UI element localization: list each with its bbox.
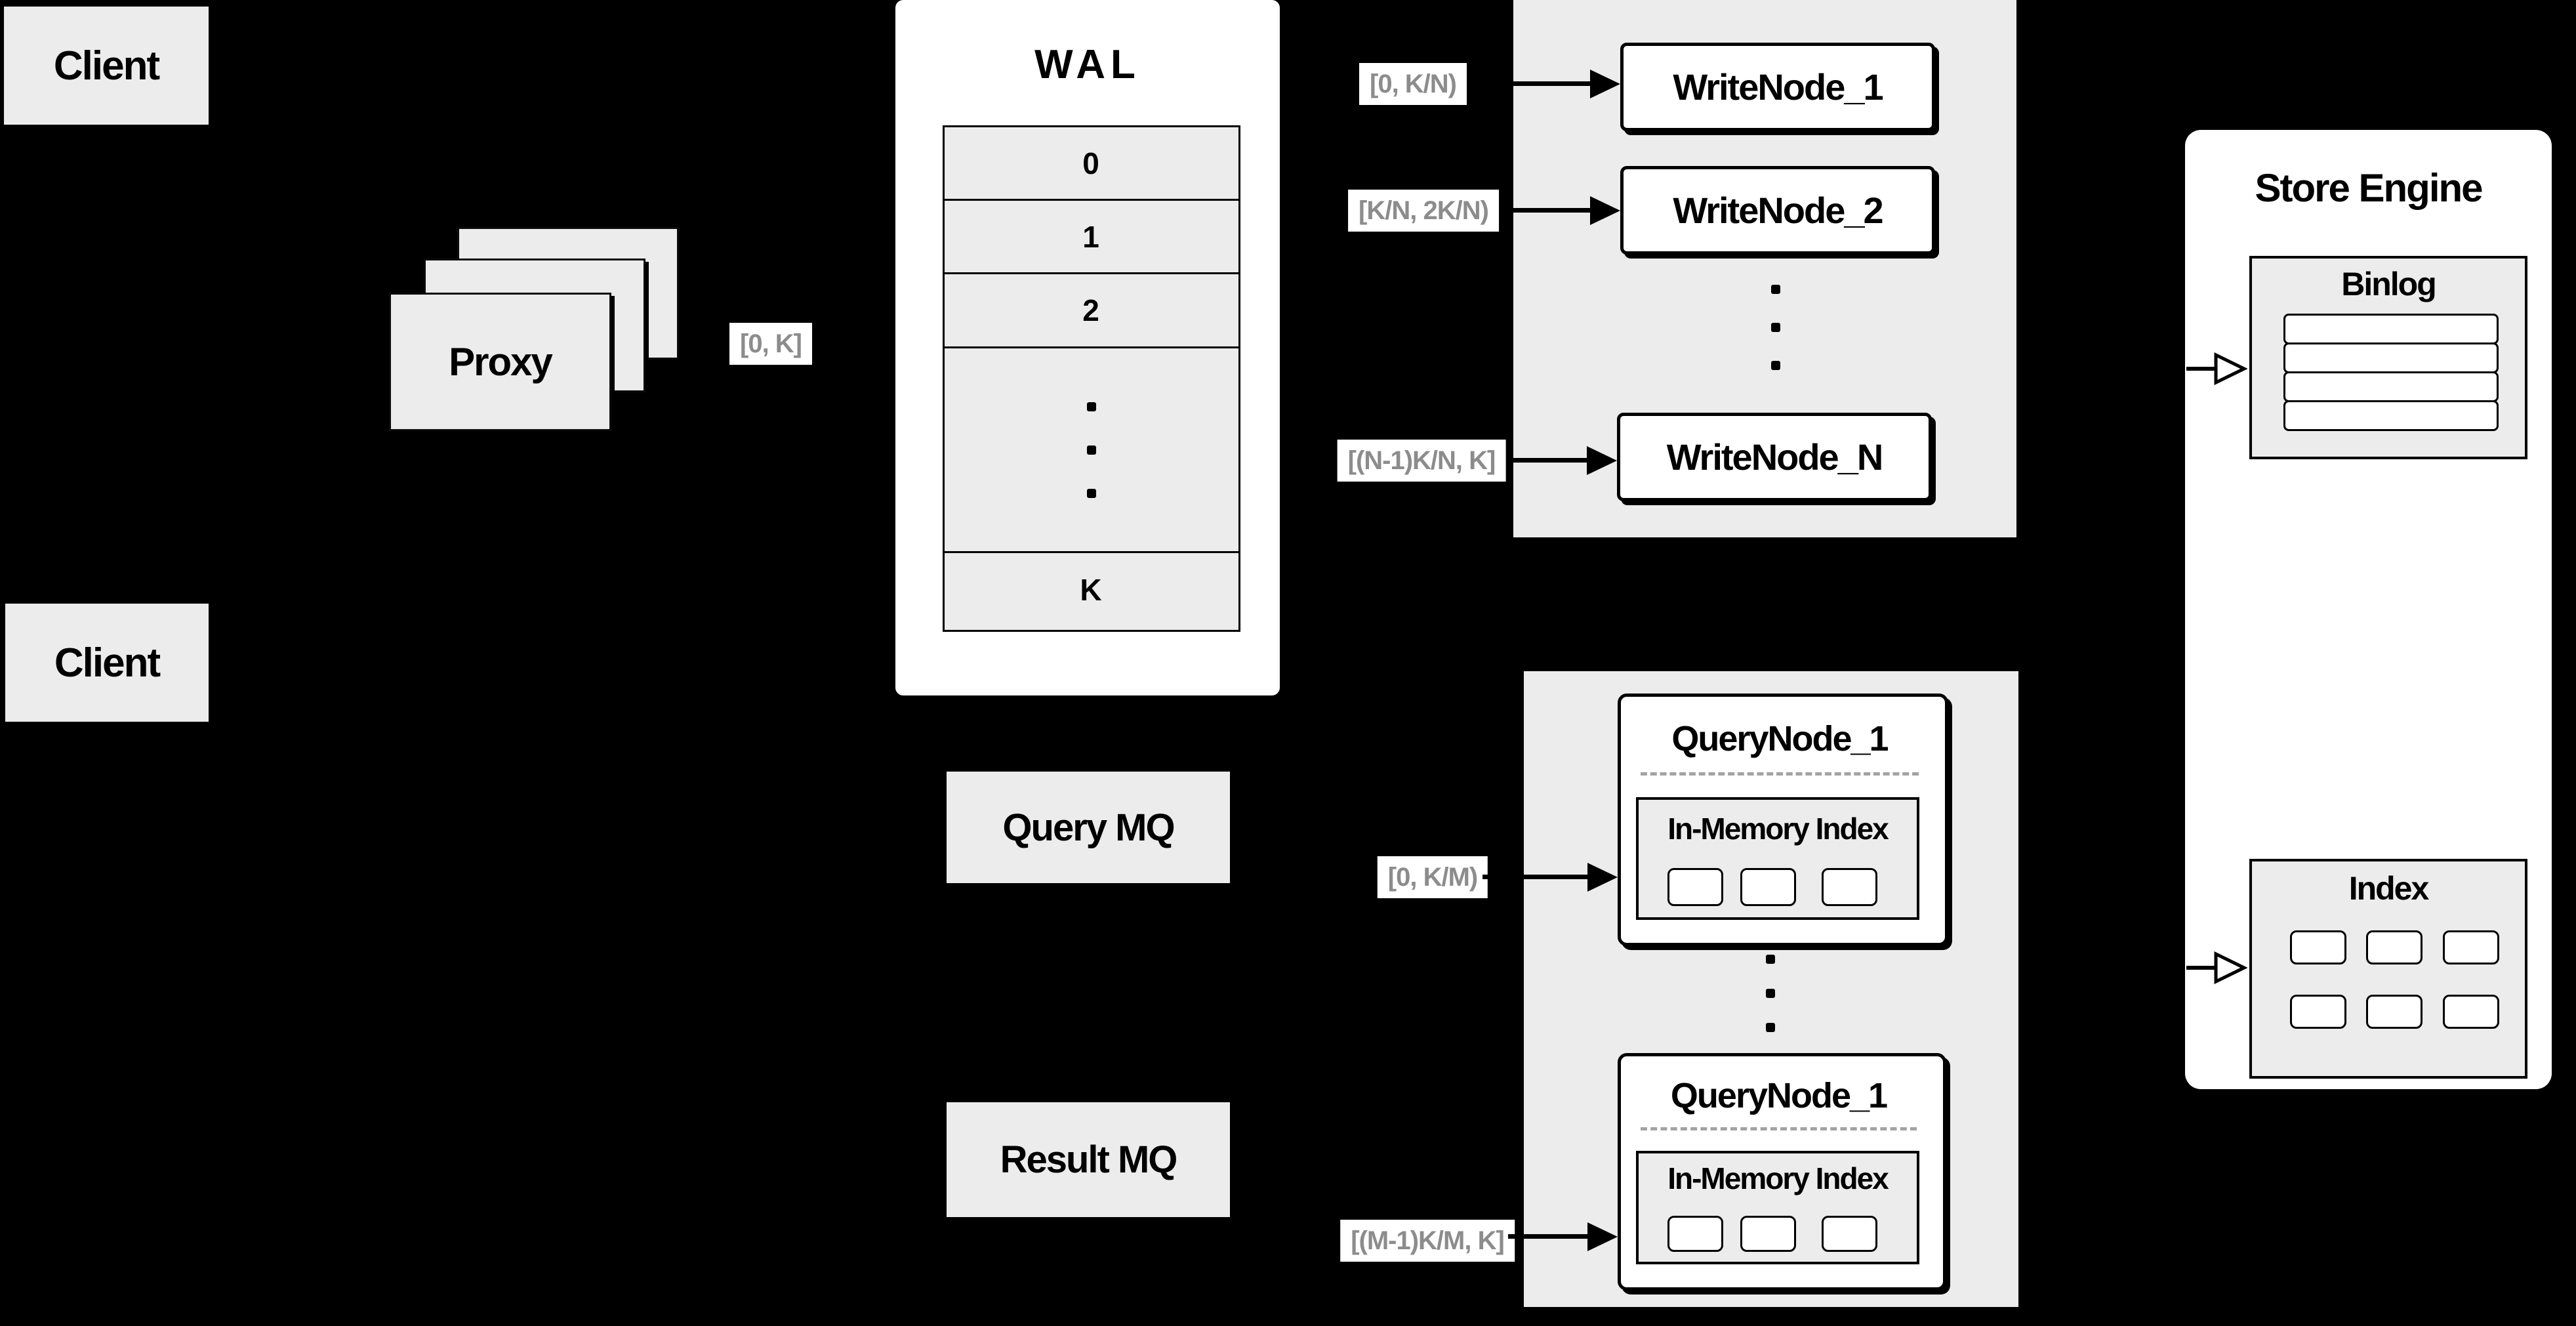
index-cell: [2366, 930, 2423, 964]
ellipsis-dot: [1771, 361, 1780, 370]
write-node-n-label: WriteNode_N: [1666, 436, 1884, 478]
query-node-top-title: QueryNode_1: [1671, 719, 1889, 758]
client-box-bottom: Client: [5, 604, 209, 722]
wal-row-1: 1: [945, 201, 1238, 274]
range-label-query-m: [(M-1)K/M, K]: [1340, 1220, 1515, 1262]
arrow-to-index: [2186, 966, 2217, 970]
range-label-query-1: [0, K/M): [1377, 856, 1488, 898]
arrow-to-write-node-1: [1475, 81, 1591, 86]
wal-row-0: 0: [945, 127, 1238, 201]
wal-box: WAL 0 1 2 K: [895, 0, 1296, 695]
proxy-label: Proxy: [449, 340, 553, 384]
store-engine-title: Store Engine: [2255, 165, 2483, 210]
in-memory-index-box-bottom: In-Memory Index: [1636, 1151, 1919, 1264]
memory-cell: [1740, 1216, 1796, 1252]
client-top-label: Client: [53, 43, 160, 89]
arrowhead-icon: [1587, 863, 1618, 892]
ellipsis-dot: [1766, 955, 1775, 964]
binlog-title-wrap: Binlog: [2252, 264, 2525, 304]
ellipsis-dot: [1766, 989, 1775, 998]
query-mq-box: Query MQ: [947, 772, 1230, 883]
binlog-row: [2283, 371, 2499, 402]
arrowhead-icon: [1587, 1222, 1618, 1251]
wal-title: WAL: [1034, 41, 1141, 87]
arrowhead-icon: [1590, 196, 1620, 225]
wal-table: 0 1 2 K: [943, 125, 1240, 632]
store-engine-box: Store Engine Binlog Index: [2185, 130, 2552, 1089]
in-memory-index-box-top: In-Memory Index: [1636, 797, 1919, 920]
arrow-to-write-node-n: [1508, 458, 1588, 463]
write-node-2-box: WriteNode_2: [1620, 166, 1935, 255]
wal-row-k: K: [1080, 572, 1103, 607]
index-box: Index: [2249, 859, 2527, 1079]
result-mq-box: Result MQ: [947, 1102, 1230, 1217]
ellipsis-dot: [1087, 402, 1096, 411]
index-cell: [2290, 995, 2346, 1029]
query-node-bottom-title-wrap: QueryNode_1: [1621, 1073, 1936, 1118]
client-box-top: Client: [4, 7, 209, 125]
index-title-wrap: Index: [2252, 868, 2525, 909]
arrowhead-icon: [1590, 70, 1620, 98]
index-cell: [2443, 995, 2499, 1029]
binlog-rows: [2283, 314, 2499, 431]
in-memory-index-title-wrap: In-Memory Index: [1639, 1160, 1917, 1197]
query-node-bottom-box: QueryNode_1 In-Memory Index: [1618, 1053, 1946, 1291]
query-node-top-title-wrap: QueryNode_1: [1621, 716, 1938, 761]
arrowhead-icon: [1587, 446, 1617, 475]
range-label-write-1: [0, K/N): [1359, 63, 1467, 105]
write-node-2-label: WriteNode_2: [1673, 190, 1883, 231]
binlog-row: [2283, 314, 2499, 344]
arrow-to-write-node-2: [1505, 208, 1591, 213]
arrow-to-query-node-1: [1482, 875, 1589, 879]
query-node-top-box: QueryNode_1 In-Memory Index: [1618, 694, 1948, 946]
in-memory-index-title-wrap: In-Memory Index: [1639, 810, 1917, 847]
wal-title-wrap: WAL: [895, 38, 1280, 91]
memory-cell: [1667, 868, 1723, 906]
memory-cell: [1822, 868, 1877, 906]
write-node-1-label: WriteNode_1: [1673, 66, 1883, 108]
in-memory-index-title: In-Memory Index: [1667, 1161, 1889, 1195]
dashed-divider: [1641, 772, 1919, 776]
ellipsis-dot: [1771, 285, 1780, 294]
binlog-row: [2283, 342, 2499, 373]
binlog-title: Binlog: [2341, 266, 2437, 302]
index-title: Index: [2348, 870, 2430, 907]
client-bottom-label: Client: [54, 640, 161, 686]
dashed-divider: [1641, 1127, 1917, 1130]
result-mq-label: Result MQ: [1000, 1138, 1178, 1181]
binlog-box: Binlog: [2249, 256, 2527, 459]
arrow-to-query-node-m: [1508, 1234, 1589, 1239]
in-memory-index-title: In-Memory Index: [1667, 812, 1889, 846]
range-label-write-n: [(N-1)K/N, K]: [1337, 440, 1506, 482]
memory-cell: [1822, 1216, 1877, 1252]
arrow-to-binlog: [2186, 367, 2217, 371]
index-cell: [2290, 930, 2346, 964]
write-node-n-box: WriteNode_N: [1617, 413, 1932, 501]
store-engine-title-wrap: Store Engine: [2185, 163, 2552, 213]
ellipsis-dot: [1766, 1023, 1775, 1032]
range-label-proxy-out: [0, K]: [729, 323, 812, 365]
range-label-write-2: [K/N, 2K/N): [1348, 190, 1499, 232]
wal-row-ellipsis: [945, 348, 1238, 553]
proxy-box: Proxy: [389, 293, 611, 431]
memory-cell: [1740, 868, 1796, 906]
index-cell: [2443, 930, 2499, 964]
write-node-1-box: WriteNode_1: [1620, 43, 1935, 131]
wal-arrow-tick: [1280, 73, 1296, 80]
ellipsis-dot: [1087, 489, 1096, 498]
open-arrowhead-icon: [2214, 951, 2247, 984]
binlog-row: [2283, 400, 2499, 431]
query-node-bottom-title: QueryNode_1: [1670, 1076, 1888, 1115]
open-arrowhead-icon: [2214, 352, 2247, 385]
ellipsis-dot: [1771, 323, 1780, 332]
index-cell: [2366, 995, 2423, 1029]
query-mq-label: Query MQ: [1002, 806, 1175, 849]
wal-row-2: 2: [945, 274, 1238, 348]
memory-cell: [1667, 1216, 1723, 1252]
ellipsis-dot: [1087, 445, 1096, 455]
